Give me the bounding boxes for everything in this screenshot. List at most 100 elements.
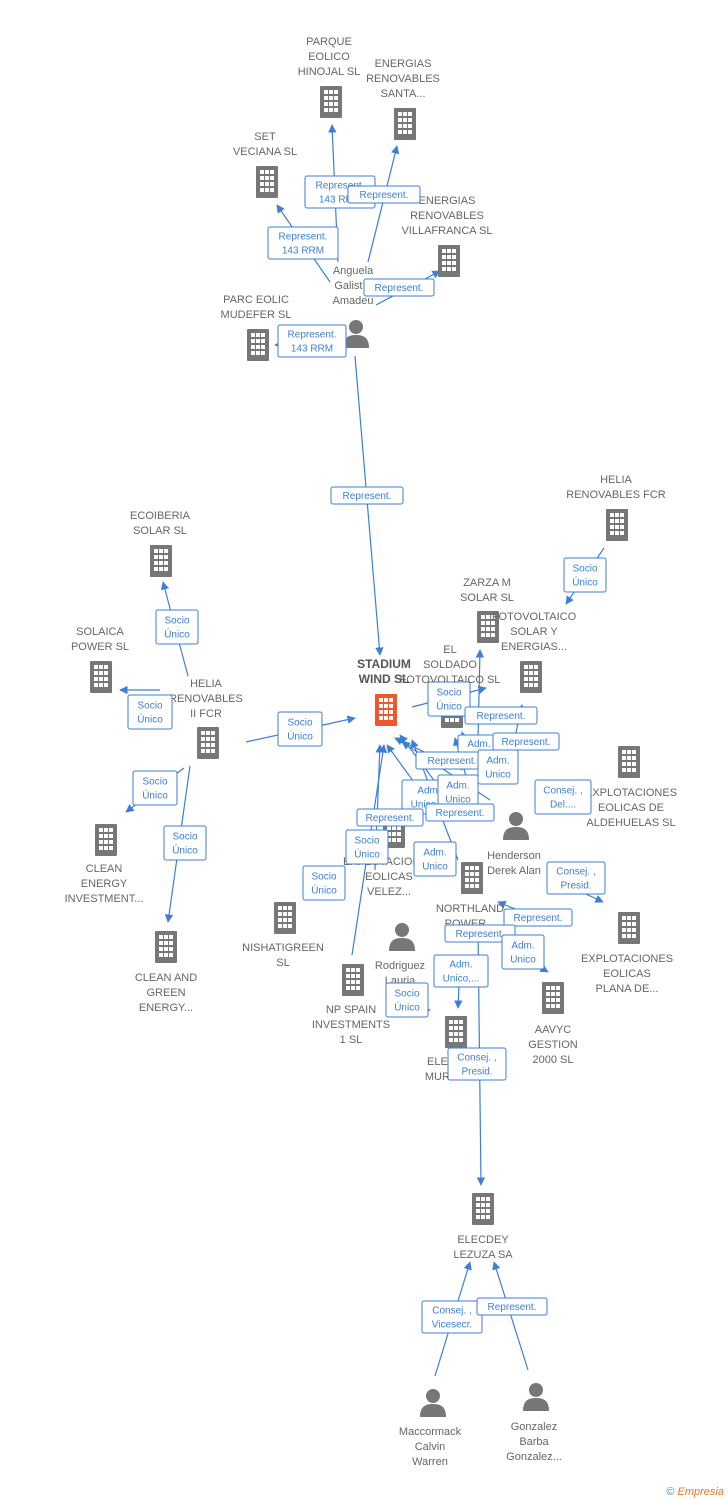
relation-label-text: Represent. (279, 232, 328, 243)
relation-label-box[interactable]: Represent. (356, 808, 424, 827)
relation-label-text: Represent. (366, 813, 415, 824)
person-icon (343, 320, 369, 348)
relation-label-text: Socio (172, 832, 197, 843)
relation-label-text: Único (287, 730, 313, 743)
relation-label-box[interactable]: Adm.Unico (477, 749, 519, 785)
relation-label-box[interactable]: Consej. ,Presid. (546, 861, 606, 895)
relation-label-box[interactable]: Represent. (503, 908, 573, 927)
relation-label-box[interactable]: Represent. (444, 924, 516, 943)
relation-label-box[interactable]: Represent. (476, 1297, 548, 1316)
relation-label-text: Único (354, 848, 380, 861)
relation-label-text: Represent. (360, 190, 409, 201)
person-icon (389, 923, 415, 951)
building-icon (618, 746, 640, 778)
relation-label-text: Único (142, 789, 168, 802)
node-label-line: 1 SL (340, 1034, 363, 1046)
building-icon (342, 964, 364, 996)
relation-label-box[interactable]: Adm.Unico (413, 841, 457, 877)
node-label-line: ENERGIAS (419, 195, 476, 207)
relation-label-box[interactable]: Consej. ,Presid. (447, 1047, 507, 1081)
relation-label-box[interactable]: Represent. (330, 486, 404, 505)
node-label-line: SL (276, 957, 289, 969)
building-icon (542, 982, 564, 1014)
building-icon (394, 108, 416, 140)
person-icon (503, 812, 529, 840)
relation-label-text: Vicesecr. (432, 1320, 472, 1331)
node-label-line: INVESTMENT... (65, 893, 144, 905)
node-label-line: EOLICO (308, 51, 350, 63)
node-label-line: POWER SL (71, 641, 129, 653)
relation-label-box[interactable]: Consej. ,Del.... (534, 779, 592, 815)
node-clean_inv[interactable]: CLEANENERGYINVESTMENT... (65, 824, 144, 905)
relation-label-text: Represent. (288, 330, 337, 341)
node-label-line: PARQUE (306, 36, 352, 48)
node-label-line: Anguela (333, 265, 374, 277)
node-label-line: SOLAR Y (510, 626, 558, 638)
node-label-line: RENOVABLES (366, 73, 440, 85)
relation-label-text: Unico (422, 862, 448, 873)
relation-label-box[interactable]: Represent. (492, 732, 560, 751)
relation-label-box[interactable]: Represent. (464, 706, 538, 725)
relation-label-box[interactable]: Represent.143 RRM (267, 226, 339, 260)
node-label-line: AAVYC (535, 1024, 572, 1036)
node-label-line: ZARZA M (463, 577, 511, 589)
relation-label-text: Consej. , (432, 1306, 471, 1317)
relation-label-text: Socio (287, 718, 312, 729)
node-label-line: Gonzalez... (506, 1451, 562, 1463)
relation-label-text: Unico (485, 770, 511, 781)
node-gonzalez[interactable]: GonzalezBarbaGonzalez... (506, 1383, 562, 1463)
relation-label-box[interactable]: Adm.Unico (501, 934, 545, 970)
node-label-line: EOLICAS DE (598, 802, 664, 814)
relation-label-box[interactable]: Represent. (415, 751, 489, 770)
node-clean_green[interactable]: CLEAN ANDGREENENERGY... (135, 931, 197, 1014)
relation-label-text: Unico,... (443, 974, 480, 985)
relation-edge (475, 649, 485, 741)
relation-label-box[interactable]: Represent. (363, 278, 435, 297)
relation-label-text: Presid. (461, 1067, 492, 1078)
node-santa[interactable]: ENERGIASRENOVABLESSANTA... (366, 58, 440, 140)
relation-label-box[interactable]: Represent. (425, 803, 495, 822)
relation-label-box[interactable]: Represent.143 RRM (277, 324, 347, 358)
node-label-line: ALDEHUELAS SL (586, 817, 675, 829)
relation-label-box[interactable]: Consej. , Vicesecr. (421, 1300, 483, 1334)
node-label-line: STADIUM (357, 657, 411, 671)
relation-label-box[interactable]: Adm.Unico,... (433, 954, 489, 988)
relation-label-text: Único (164, 628, 190, 641)
relation-label-box[interactable]: Represent. (347, 185, 421, 204)
relation-label-box[interactable]: Adm.Unico (437, 774, 479, 810)
building-icon (320, 86, 342, 118)
node-label-line: SOLAR SL (133, 525, 187, 537)
